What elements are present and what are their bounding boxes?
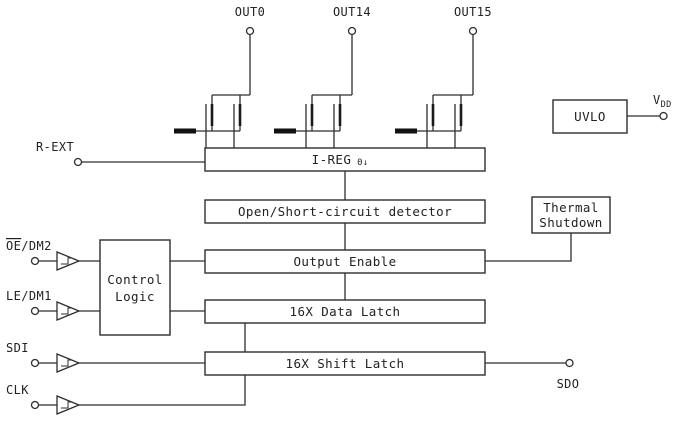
mosfet-gates	[205, 104, 235, 148]
data-latch-label: 16X Data Latch	[290, 304, 401, 319]
pin-sdi: SDI	[6, 341, 81, 373]
pin-out0-label: OUT0	[235, 5, 266, 19]
ireg-adjust-symbol: Θ↓	[357, 158, 368, 168]
hysteresis-icon	[61, 401, 72, 409]
drain-leads	[211, 95, 241, 104]
control-logic-box	[99, 239, 171, 336]
pin-out14: OUT14	[333, 5, 371, 36]
shift-latch-box	[204, 351, 486, 376]
mosfet-stage-out15	[395, 94, 473, 148]
thermal-box	[531, 196, 611, 234]
block-uvlo: UVLO	[552, 99, 628, 134]
pin-le-dm1: LE/DM1	[6, 289, 81, 321]
mosfet-stage-out14	[274, 94, 352, 148]
uvlo-label: UVLO	[574, 109, 606, 124]
pin-oe-terminal	[30, 256, 40, 266]
pin-out0-terminal	[245, 26, 255, 36]
control-logic-label-line1: Control	[107, 272, 162, 287]
thermal-label-line2: Shutdown	[539, 215, 602, 230]
mosfet-gates	[426, 104, 456, 148]
block-thermal-shutdown: Thermal Shutdown	[531, 196, 611, 234]
source-leads	[417, 126, 462, 132]
pin-out14-label: OUT14	[333, 5, 371, 19]
pin-clk: CLK	[6, 383, 81, 415]
block-shift-latch: 16X Shift Latch	[204, 351, 486, 376]
pin-oe-label: OE/DM2	[6, 239, 52, 253]
mosfet-channels	[310, 104, 342, 126]
uvlo-box	[552, 99, 628, 134]
hysteresis-icon	[61, 359, 72, 367]
source-leads	[296, 126, 341, 132]
pin-clk-terminal	[30, 400, 40, 410]
source-leads	[196, 126, 241, 132]
output-enable-label: Output Enable	[293, 254, 396, 269]
ireg-box	[204, 147, 486, 172]
mosfet-stage-out0	[174, 94, 250, 148]
pin-rext-label: R-EXT	[36, 140, 74, 154]
pin-clk-label: CLK	[6, 383, 29, 397]
thermal-label-line1: Thermal	[543, 200, 598, 215]
pin-sdo-label: SDO	[557, 377, 580, 391]
mosfet-channels	[431, 104, 463, 126]
data-latch-box	[204, 299, 486, 324]
pin-oe-dm2: OE/DM2	[6, 239, 81, 271]
pin-le-terminal	[30, 306, 40, 316]
pin-out0: OUT0	[235, 5, 266, 36]
drain-leads	[311, 95, 341, 104]
wires	[38, 34, 660, 406]
shift-latch-label: 16X Shift Latch	[286, 356, 405, 371]
control-logic-label-line2: Logic	[115, 289, 155, 304]
pin-out15-terminal	[468, 26, 478, 36]
pin-out14-terminal	[347, 26, 357, 36]
pin-sdo-terminal	[565, 358, 574, 368]
pin-le-label: LE/DM1	[6, 289, 52, 303]
hysteresis-icon	[61, 307, 72, 315]
pin-sdo: SDO	[557, 358, 580, 391]
drain-leads	[432, 95, 462, 104]
pin-out15-label: OUT15	[454, 5, 492, 19]
detector-box	[204, 199, 486, 224]
block-output-enable: Output Enable	[204, 249, 486, 274]
pin-sdi-terminal	[30, 358, 40, 368]
block-open-short-detector: Open/Short-circuit detector	[204, 199, 486, 224]
mosfet-gates	[305, 104, 335, 148]
pin-vdd-terminal	[659, 111, 668, 121]
wire-thermal-oe	[485, 233, 572, 262]
pin-sdi-label: SDI	[6, 341, 29, 355]
output-enable-box	[204, 249, 486, 274]
pin-out15: OUT15	[454, 5, 492, 36]
mosfet-channels	[210, 104, 242, 126]
pin-rext-terminal	[73, 157, 83, 167]
wire-clk	[38, 375, 246, 406]
hysteresis-icon	[61, 257, 72, 265]
detector-label: Open/Short-circuit detector	[238, 204, 452, 219]
pin-vdd-label: VDD	[653, 93, 672, 110]
block-control-logic: Control Logic	[99, 239, 171, 336]
pin-vdd: VDD	[653, 93, 672, 121]
pin-rext: R-EXT	[36, 140, 83, 167]
block-data-latch: 16X Data Latch	[204, 299, 486, 324]
